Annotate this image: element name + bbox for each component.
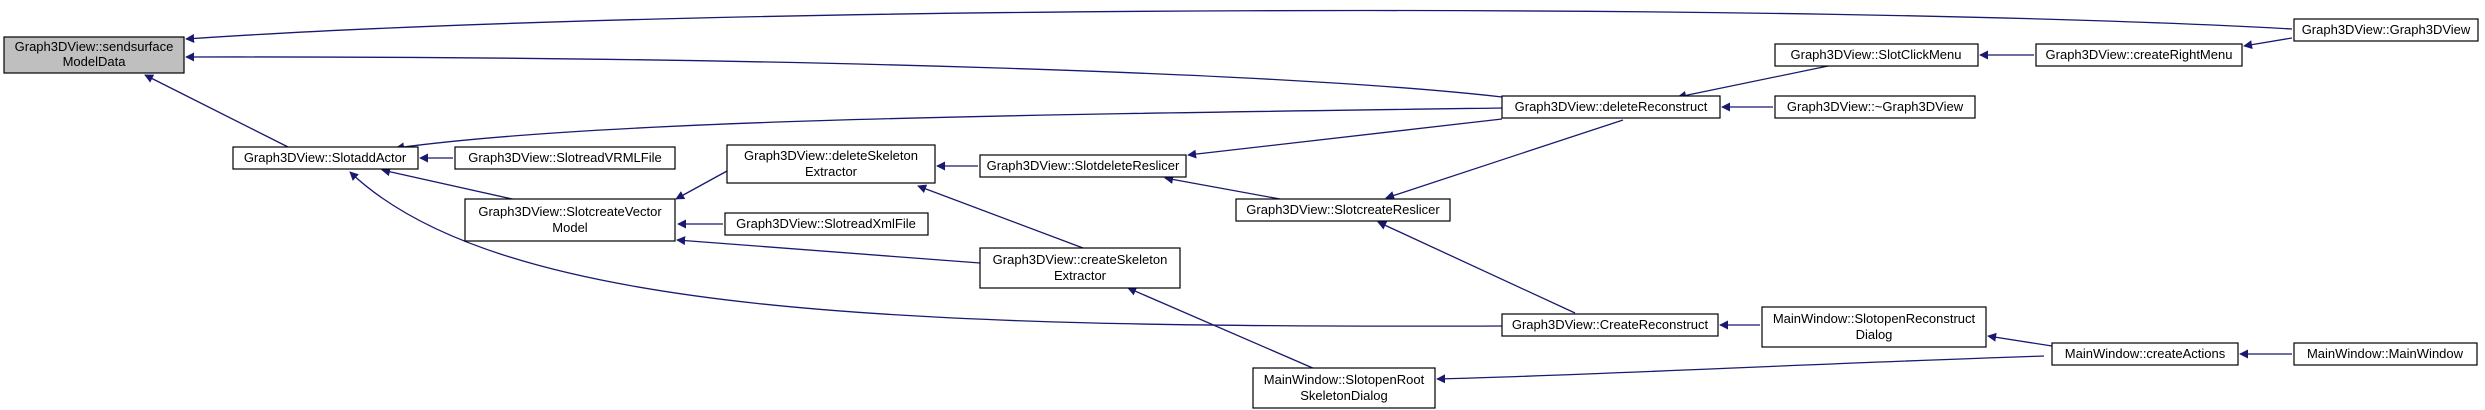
edge-createreconstruct-to-slotaddactor (349, 171, 1503, 327)
node-label: Dialog (1856, 327, 1893, 342)
call-edges (144, 9, 2293, 384)
node-label: Graph3DView::~Graph3DView (1787, 99, 1964, 114)
node-slot-open-reconstruct-dialog[interactable]: MainWindow::SlotopenReconstruct Dialog (1761, 306, 1987, 348)
edge-deletereconstruct-to-slotcreatereslicer (1385, 119, 1624, 200)
node-label: Graph3DView::CreateReconstruct (1512, 317, 1709, 332)
node-graph3dview-constructor[interactable]: Graph3DView::Graph3DView (2293, 18, 2479, 42)
node-label: MainWindow::SlotopenRoot (1264, 372, 1425, 387)
node-label: Graph3DView::SlotreadVRMLFile (468, 150, 661, 165)
edge-createreconstruct-to-slotcreatereslicer (1377, 221, 1576, 314)
node-slot-open-root-skeleton-dialog[interactable]: MainWindow::SlotopenRoot SkeletonDialog (1252, 367, 1436, 409)
node-slot-read-vrml-file[interactable]: Graph3DView::SlotreadVRMLFile (454, 146, 676, 170)
node-label: MainWindow::SlotopenReconstruct (1773, 311, 1976, 326)
edge-graph3dview-to-sendsurface (185, 9, 2293, 43)
edge-slotclickmenu-to-deletereconstruct (1677, 64, 1834, 100)
edge-createskeleton-to-deleteskeleton (917, 184, 1084, 249)
node-label: Graph3DView::SlotaddActor (244, 150, 407, 165)
edge-deletereconstruct-to-slotaddactor (395, 107, 1503, 152)
node-label: Graph3DView::createRightMenu (2046, 47, 2233, 62)
node-label: MainWindow::MainWindow (2307, 346, 2464, 361)
node-create-actions[interactable]: MainWindow::createActions (2051, 342, 2239, 366)
edge-deleteskeleton-to-slotcreatevector (675, 170, 728, 200)
node-label: Graph3DView::createSkeleton (993, 252, 1168, 267)
node-label: SkeletonDialog (1300, 388, 1387, 403)
edge-createactions-to-openreconstruct (1987, 332, 2053, 347)
node-label: Graph3DView::sendsurface (15, 39, 174, 54)
edge-createskeleton-to-slotcreatevector (676, 236, 981, 264)
node-slot-delete-reslicer[interactable]: Graph3DView::SlotdeleteReslicer (979, 154, 1187, 178)
node-slot-click-menu[interactable]: Graph3DView::SlotClickMenu (1774, 43, 1979, 67)
node-label: Model (552, 220, 588, 235)
edge-slotcreatereslicer-to-slotdeletereslicer (1164, 175, 1281, 200)
edge-createactions-to-openroot (1436, 355, 2045, 384)
node-slot-add-actor[interactable]: Graph3DView::SlotaddActor (232, 146, 419, 170)
node-label: Graph3DView::Graph3DView (2302, 22, 2471, 37)
node-delete-skeleton-extractor[interactable]: Graph3DView::deleteSkeleton Extractor (726, 144, 936, 184)
node-sendsurface-model-data[interactable]: Graph3DView::sendsurface ModelData (3, 36, 185, 74)
node-create-right-menu[interactable]: Graph3DView::createRightMenu (2035, 43, 2243, 67)
node-graph3dview-destructor[interactable]: Graph3DView::~Graph3DView (1774, 95, 1976, 119)
edge-deletereconstruct-to-slotdeletereslicer (1187, 118, 1503, 159)
node-slot-read-xml-file[interactable]: Graph3DView::SlotreadXmlFile (724, 212, 929, 236)
node-label: Graph3DView::deleteSkeleton (744, 148, 918, 163)
node-label: Extractor (805, 164, 858, 179)
node-delete-reconstruct[interactable]: Graph3DView::deleteReconstruct (1501, 95, 1721, 119)
node-label: Graph3DView::SlotreadXmlFile (736, 216, 916, 231)
node-mainwindow-constructor[interactable]: MainWindow::MainWindow (2293, 342, 2478, 366)
edge-slotaddactor-to-sendsurface (144, 74, 289, 148)
node-create-skeleton-extractor[interactable]: Graph3DView::createSkeleton Extractor (979, 247, 1181, 289)
edge-slotcreatevector-to-slotaddactor (381, 167, 522, 202)
edge-graph3dview-to-createrightmenu (2243, 37, 2293, 50)
edge-openroot-to-createskeleton (1127, 287, 1316, 370)
node-label: Graph3DView::SlotClickMenu (1791, 47, 1962, 62)
node-label: Extractor (1054, 268, 1107, 283)
edge-deletereconstruct-to-sendsurface (185, 52, 1503, 98)
node-label: Graph3DView::SlotdeleteReslicer (987, 158, 1180, 173)
node-label: Graph3DView::SlotcreateVector (478, 204, 662, 219)
node-slot-create-vector-model[interactable]: Graph3DView::SlotcreateVector Model (464, 198, 676, 242)
node-label: Graph3DView::deleteReconstruct (1515, 99, 1708, 114)
node-label: MainWindow::createActions (2065, 346, 2226, 361)
node-label: Graph3DView::SlotcreateReslicer (1246, 202, 1440, 217)
node-create-reconstruct[interactable]: Graph3DView::CreateReconstruct (1501, 313, 1719, 337)
node-label: ModelData (63, 54, 127, 69)
node-slot-create-reslicer[interactable]: Graph3DView::SlotcreateReslicer (1235, 198, 1451, 222)
call-nodes: Graph3DView::sendsurface ModelData Graph… (3, 18, 2479, 409)
